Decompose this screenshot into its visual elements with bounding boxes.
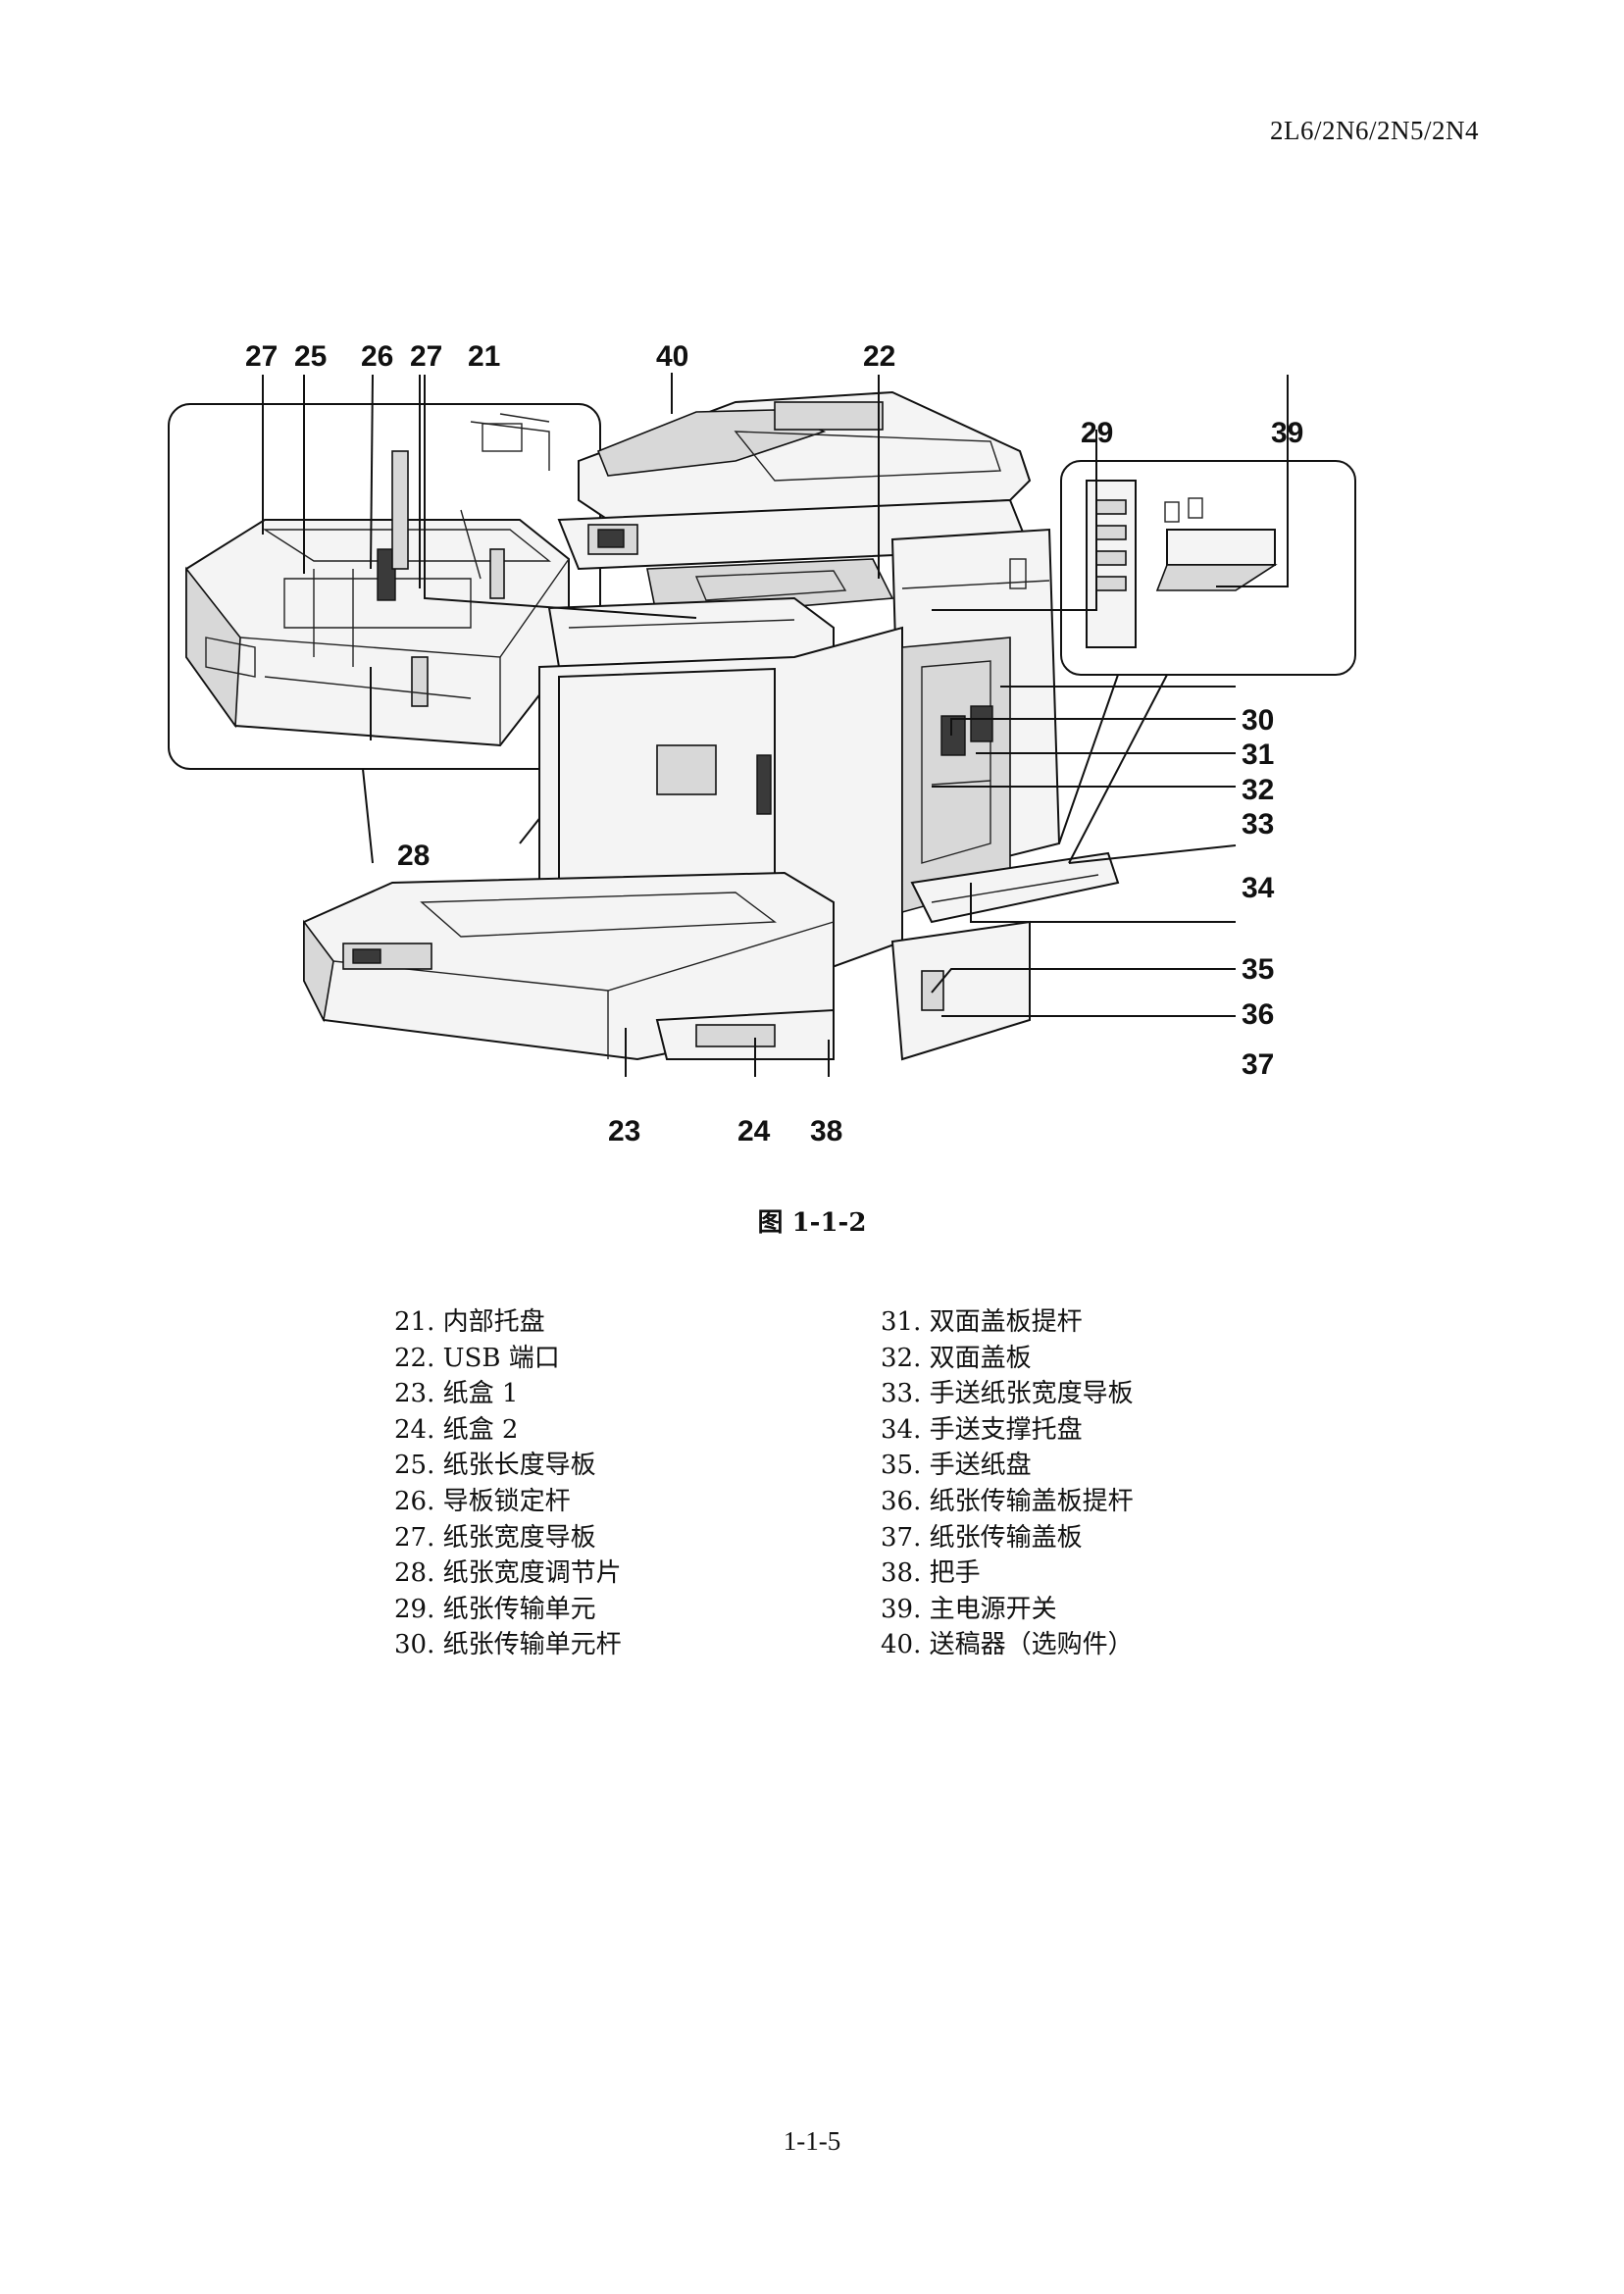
parts-legend-left: 21. 内部托盘 22. USB 端口 23. 纸盒 1 24. 纸盒 2 25… xyxy=(394,1304,622,1663)
callout-28: 28 xyxy=(397,840,430,872)
callout-25: 25 xyxy=(294,340,327,373)
parts-legend-right: 31. 双面盖板提杆 32. 双面盖板 33. 手送纸张宽度导板 34. 手送支… xyxy=(881,1304,1134,1663)
callout-38: 38 xyxy=(810,1115,842,1147)
callout-23: 23 xyxy=(608,1115,640,1147)
callout-27a: 27 xyxy=(245,340,278,373)
callout-26: 26 xyxy=(361,340,393,373)
callout-34: 34 xyxy=(1242,872,1275,904)
legend-item: 24. 纸盒 2 xyxy=(394,1414,519,1445)
callout-31: 31 xyxy=(1242,739,1274,771)
paper-cassettes xyxy=(303,871,835,1061)
figure-caption: 图 1-1-2 xyxy=(757,1208,867,1238)
legend-item: 22. USB 端口 xyxy=(394,1343,560,1373)
callout-33: 33 xyxy=(1242,808,1274,841)
legend-item: 25. 纸张长度导板 xyxy=(394,1451,596,1481)
legend-item: 35. 手送纸盘 xyxy=(881,1451,1032,1481)
page-number: 1-1-5 xyxy=(783,2126,841,2156)
cassette-detail-inset xyxy=(168,403,601,770)
callout-35: 35 xyxy=(1242,953,1274,986)
legend-item: 37. 纸张传输盖板 xyxy=(881,1522,1083,1553)
legend-item: 27. 纸张宽度导板 xyxy=(394,1522,596,1553)
legend-item: 28. 纸张宽度调节片 xyxy=(394,1558,622,1589)
power-switch-inset xyxy=(1060,460,1356,676)
callout-32: 32 xyxy=(1242,774,1274,806)
callout-40: 40 xyxy=(656,340,688,373)
legend-item: 23. 纸盒 1 xyxy=(394,1379,519,1409)
legend-item: 36. 纸张传输盖板提杆 xyxy=(881,1486,1134,1516)
legend-item: 39. 主电源开关 xyxy=(881,1594,1057,1624)
legend-item: 21. 内部托盘 xyxy=(394,1307,545,1337)
legend-item: 26. 导板锁定杆 xyxy=(394,1486,571,1516)
callout-30: 30 xyxy=(1242,704,1274,737)
document-feeder xyxy=(557,390,1032,571)
model-code-header: 2L6/2N6/2N5/2N4 xyxy=(1270,116,1479,145)
callout-36: 36 xyxy=(1242,998,1274,1031)
legend-item: 32. 双面盖板 xyxy=(881,1343,1032,1373)
legend-item: 31. 双面盖板提杆 xyxy=(881,1307,1083,1337)
callout-29: 29 xyxy=(1081,417,1113,449)
legend-item: 38. 把手 xyxy=(881,1558,981,1589)
callout-21: 21 xyxy=(468,340,500,373)
legend-item: 40. 送稿器（选购件） xyxy=(881,1630,1134,1660)
callout-39: 39 xyxy=(1271,417,1303,449)
legend-item: 30. 纸张传输单元杆 xyxy=(394,1630,622,1660)
printer-parts-diagram: 27 25 26 27 21 40 22 29 39 30 31 32 33 2… xyxy=(168,340,1356,1147)
callout-37: 37 xyxy=(1242,1048,1274,1081)
callout-22: 22 xyxy=(863,340,895,373)
callout-27b: 27 xyxy=(410,340,442,373)
callout-24: 24 xyxy=(737,1115,771,1147)
legend-item: 34. 手送支撑托盘 xyxy=(881,1414,1083,1445)
legend-item: 33. 手送纸张宽度导板 xyxy=(881,1379,1134,1409)
legend-item: 29. 纸张传输单元 xyxy=(394,1594,596,1624)
